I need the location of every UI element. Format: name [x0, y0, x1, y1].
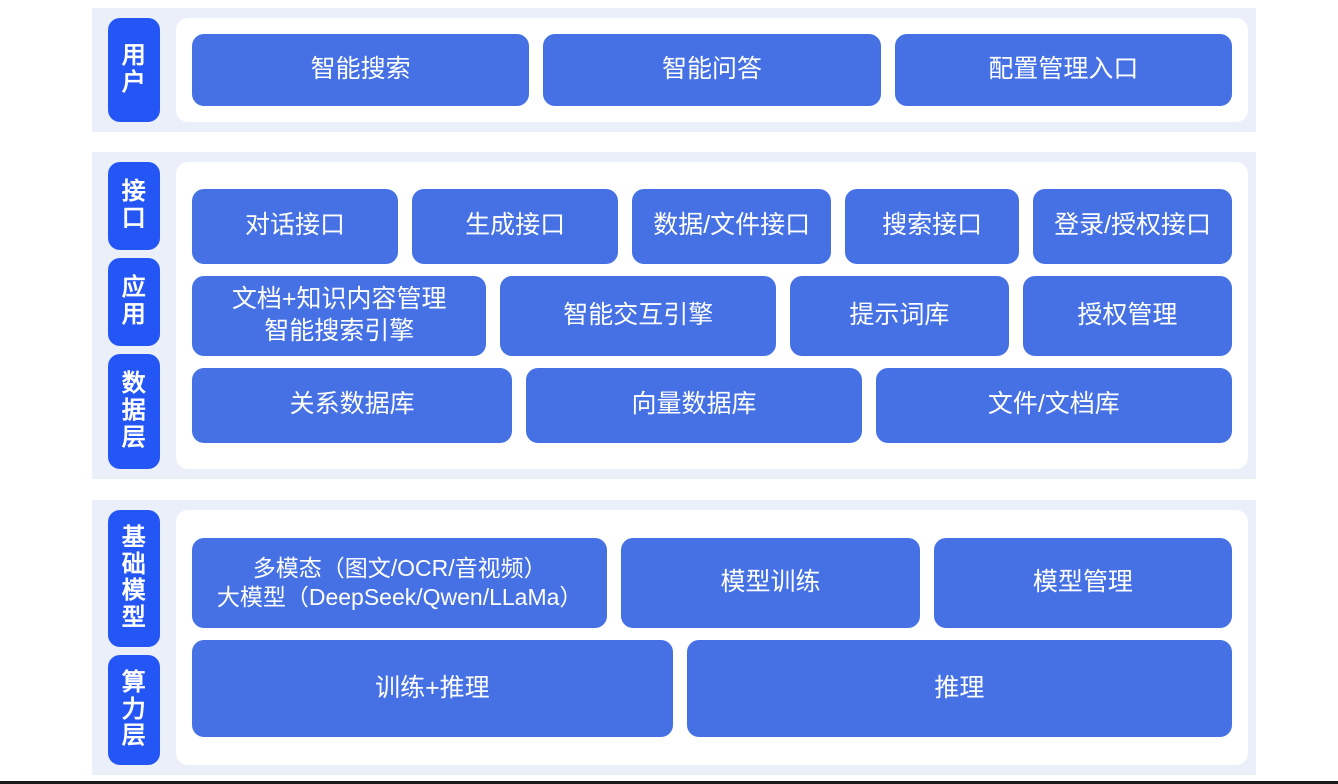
box-smart-search[interactable]: 智能搜索 [192, 34, 530, 106]
layer-tab-user-label: 用户 [121, 42, 147, 96]
layer-tab-data[interactable]: 数据层 [108, 354, 160, 470]
layer-tab-compute[interactable]: 算力层 [108, 654, 160, 765]
section-infra: 基础模型 算力层 多模态（图文/OCR/音视频） 大模型（DeepSeek/Qw… [92, 500, 1256, 775]
section-infra-card: 多模态（图文/OCR/音视频） 大模型（DeepSeek/Qwen/LLaMa）… [176, 510, 1248, 765]
layer-tab-interface[interactable]: 接口 [108, 162, 160, 251]
section-stack: 接口 应用 数据层 对话接口 生成接口 数据/文件接口 搜索接口 登录/授权接口… [92, 152, 1256, 479]
row-user-entries: 智能搜索 智能问答 配置管理入口 [192, 34, 1232, 106]
box-data-file-api[interactable]: 数据/文件接口 [632, 188, 832, 264]
box-dialog-api[interactable]: 对话接口 [192, 188, 399, 264]
box-multimodal-large-model[interactable]: 多模态（图文/OCR/音视频） 大模型（DeepSeek/Qwen/LLaMa） [192, 538, 608, 628]
box-vector-database[interactable]: 向量数据库 [526, 367, 862, 443]
box-login-auth-api[interactable]: 登录/授权接口 [1033, 188, 1233, 264]
box-training-inference[interactable]: 训练+推理 [192, 640, 673, 737]
row-model: 多模态（图文/OCR/音视频） 大模型（DeepSeek/Qwen/LLaMa）… [192, 538, 1232, 628]
section-user-card: 智能搜索 智能问答 配置管理入口 [176, 18, 1248, 122]
layer-tab-foundation-model-label: 基础模型 [121, 523, 147, 632]
box-config-management-entry[interactable]: 配置管理入口 [894, 34, 1232, 106]
box-file-document-store[interactable]: 文件/文档库 [875, 367, 1232, 443]
section-user: 用户 智能搜索 智能问答 配置管理入口 [92, 8, 1256, 132]
box-document-knowledge-management[interactable]: 文档+知识内容管理 智能搜索引擎 [192, 275, 487, 356]
box-model-training[interactable]: 模型训练 [621, 538, 920, 628]
box-search-api[interactable]: 搜索接口 [845, 188, 1020, 264]
row-interface: 对话接口 生成接口 数据/文件接口 搜索接口 登录/授权接口 [192, 188, 1233, 264]
layer-tab-foundation-model[interactable]: 基础模型 [108, 510, 160, 647]
box-generation-api[interactable]: 生成接口 [412, 188, 619, 264]
section-user-tabs: 用户 [92, 8, 176, 132]
layer-tab-application[interactable]: 应用 [108, 258, 160, 347]
box-relational-database[interactable]: 关系数据库 [192, 367, 513, 443]
box-smart-qa[interactable]: 智能问答 [543, 34, 881, 106]
section-stack-card: 对话接口 生成接口 数据/文件接口 搜索接口 登录/授权接口 文档+知识内容管理… [176, 162, 1248, 469]
row-application: 文档+知识内容管理 智能搜索引擎 智能交互引擎 提示词库 授权管理 [192, 275, 1233, 356]
layer-tab-user[interactable]: 用户 [108, 18, 160, 122]
box-authorization-management[interactable]: 授权管理 [1022, 275, 1233, 356]
row-data: 关系数据库 向量数据库 文件/文档库 [192, 367, 1232, 443]
section-stack-tabs: 接口 应用 数据层 [92, 152, 176, 479]
layer-tab-compute-label: 算力层 [121, 668, 147, 750]
bottom-rule [0, 781, 1338, 784]
layer-tab-interface-label: 接口 [121, 178, 147, 233]
section-infra-tabs: 基础模型 算力层 [92, 500, 176, 775]
box-model-management[interactable]: 模型管理 [933, 538, 1232, 628]
row-compute: 训练+推理 推理 [192, 640, 1232, 737]
layer-tab-application-label: 应用 [121, 274, 147, 329]
layer-tab-data-label: 数据层 [121, 370, 147, 451]
box-inference[interactable]: 推理 [686, 640, 1232, 737]
box-prompt-library[interactable]: 提示词库 [789, 275, 1009, 356]
box-smart-interaction-engine[interactable]: 智能交互引擎 [500, 275, 776, 356]
